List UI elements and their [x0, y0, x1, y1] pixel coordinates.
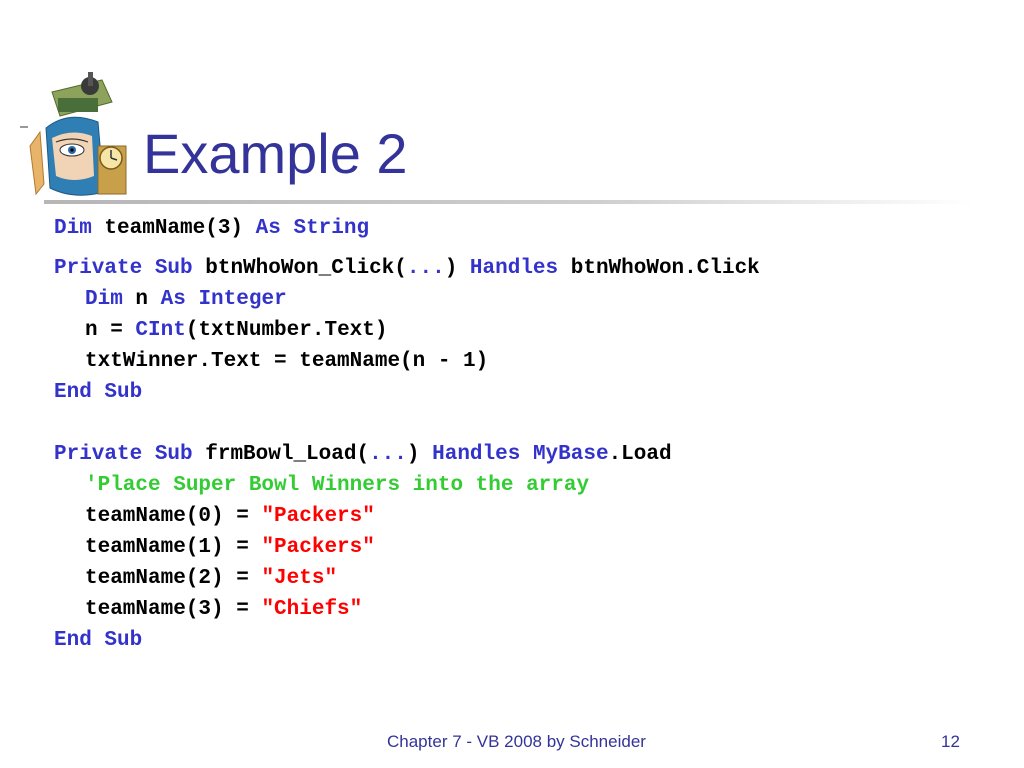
keyword-dim: Dim [85, 288, 123, 311]
code-space [142, 257, 155, 280]
keyword-private: Private [54, 443, 143, 466]
code-text: btnWhoWon.Click [558, 257, 760, 280]
code-line-dim-n: Dim n As Integer [85, 285, 287, 315]
code-line-comment: 'Place Super Bowl Winners into the array [85, 471, 589, 501]
code-text: ) [444, 257, 470, 280]
ellipsis: ... [369, 443, 407, 466]
keyword-sub: Sub [104, 381, 143, 404]
code-line-txtwinner-assign: txtWinner.Text = teamName(n - 1) [85, 347, 488, 377]
code-space [281, 217, 294, 240]
page-number: 12 [941, 732, 960, 751]
keyword-private: Private [54, 257, 143, 280]
string-literal: "Jets" [261, 567, 338, 590]
code-line-teamname-2: teamName(2) = "Jets" [85, 564, 337, 594]
code-text: frmBowl_Load( [192, 443, 370, 466]
keyword-as: As [160, 288, 186, 311]
code-comment: 'Place Super Bowl Winners into the array [85, 474, 590, 497]
code-line-dim-teamname: Dim teamName(3) As String [54, 214, 369, 244]
keyword-dim: Dim [54, 217, 92, 240]
code-space [92, 381, 105, 404]
slide-title: Example 2 [143, 122, 408, 185]
code-text: (txtNumber.Text) [185, 319, 388, 342]
slide-footer: Chapter 7 - VB 2008 by Schneider [387, 732, 646, 751]
keyword-sub: Sub [104, 629, 143, 652]
code-text: txtWinner.Text = teamName(n - 1) [85, 350, 489, 373]
code-text: teamName(3) [91, 217, 256, 240]
code-space [142, 443, 155, 466]
keyword-as: As [255, 217, 281, 240]
code-line-sub-frmbowl-load: Private Sub frmBowl_Load(...) Handles My… [54, 440, 672, 470]
keyword-handles: Handles [432, 443, 521, 466]
keyword-integer: Integer [198, 288, 287, 311]
keyword-sub: Sub [154, 443, 193, 466]
computer-collage-logo-icon [20, 72, 130, 200]
code-line-end-sub: End Sub [54, 626, 142, 656]
code-text: n = [85, 319, 136, 342]
keyword-sub: Sub [154, 257, 193, 280]
keyword-mybase: MyBase [532, 443, 609, 466]
code-space [92, 629, 105, 652]
code-text: teamName(0) = [85, 505, 262, 528]
code-line-teamname-3: teamName(3) = "Chiefs" [85, 595, 362, 625]
code-line-sub-btnwhowon: Private Sub btnWhoWon_Click(...) Handles… [54, 254, 760, 284]
ellipsis: ... [406, 257, 445, 280]
keyword-end: End [54, 381, 92, 404]
keyword-string: String [293, 217, 370, 240]
code-space [520, 443, 533, 466]
keyword-cint: CInt [135, 319, 186, 342]
code-text: teamName(1) = [85, 536, 262, 559]
code-line-teamname-0: teamName(0) = "Packers" [85, 502, 375, 532]
keyword-end: End [54, 629, 92, 652]
code-space [186, 288, 199, 311]
title-divider [44, 200, 974, 204]
string-literal: "Packers" [261, 536, 375, 559]
code-text: teamName(3) = [85, 598, 262, 621]
code-line-teamname-1: teamName(1) = "Packers" [85, 533, 375, 563]
code-text: .Load [608, 443, 672, 466]
keyword-handles: Handles [469, 257, 559, 280]
code-text: teamName(2) = [85, 567, 262, 590]
code-text: ) [406, 443, 433, 466]
code-text: n [122, 288, 161, 311]
code-line-n-assign: n = CInt(txtNumber.Text) [85, 316, 387, 346]
code-text: btnWhoWon_Click( [192, 257, 407, 280]
string-literal: "Packers" [261, 505, 375, 528]
code-line-end-sub: End Sub [54, 378, 142, 408]
string-literal: "Chiefs" [261, 598, 363, 621]
